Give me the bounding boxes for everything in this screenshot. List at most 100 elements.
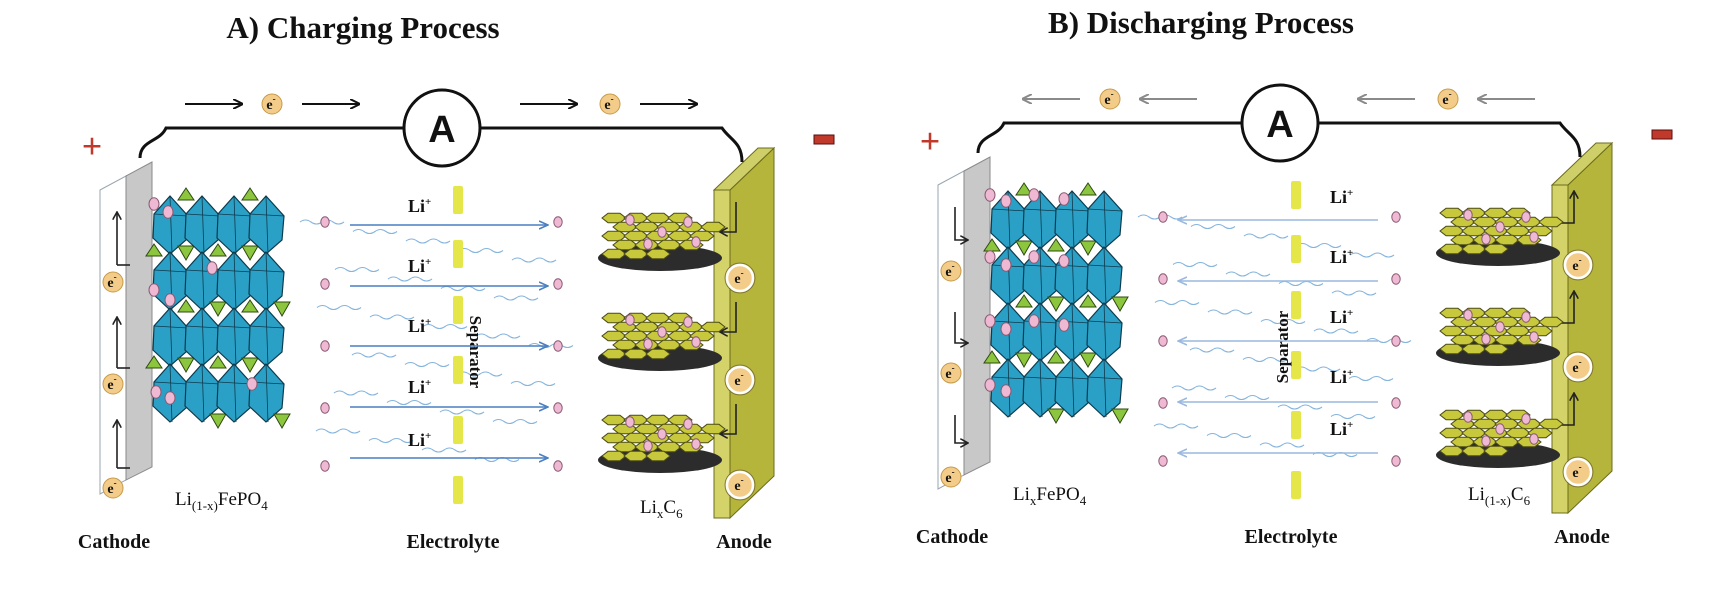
lithium-ion-dot [1463, 411, 1473, 423]
lithium-ion-dot [1158, 273, 1168, 285]
li-ion-label: Li+ [1330, 187, 1353, 207]
electron-label: e- [604, 94, 613, 113]
lithium-ion-dot [625, 214, 635, 226]
lithium-ion-dot [1529, 331, 1539, 343]
electron-label: e- [1442, 89, 1451, 108]
lithium-ion-dot [1463, 209, 1473, 221]
li-ion-label: Li+ [408, 316, 431, 336]
cathode-plate [99, 161, 153, 495]
electron-icon: e- [1562, 351, 1594, 383]
li-ion-label: Li+ [1330, 247, 1353, 267]
cathode-material-label: LixFePO4 [1013, 484, 1087, 508]
lithium-ion-dot [984, 250, 996, 264]
electrolyte-lithium [1158, 211, 1401, 467]
lithium-ion-dot [657, 428, 667, 440]
electron-label: e- [945, 363, 954, 382]
lithium-ion-dot [1521, 413, 1531, 425]
lithium-ion-dot [625, 314, 635, 326]
lithium-ion-dot [1391, 335, 1401, 347]
electron-icon: e- [1099, 88, 1121, 110]
lithium-ion-dot [553, 460, 563, 472]
lithium-ion-dot [320, 402, 330, 414]
lithium-ion-dot [553, 402, 563, 414]
graphite-layer [598, 312, 726, 371]
electron-label: e- [1104, 89, 1113, 108]
lithium-ion-dot [164, 293, 176, 307]
lithium-ion-dot [683, 216, 693, 228]
lithium-ion-dot [984, 378, 996, 392]
graphite-layer [1436, 207, 1564, 266]
graphite-layer [1436, 409, 1564, 468]
ammeter-label: A [428, 109, 455, 151]
electron-label: e- [1572, 462, 1581, 481]
lithium-ion-dot [150, 385, 162, 399]
electron-label: e- [1572, 357, 1581, 376]
lithium-ion-dot [148, 197, 160, 211]
lithium-ion-dot [691, 336, 701, 348]
lithium-ion-dot [1058, 318, 1070, 332]
electron-icon: e- [1437, 88, 1459, 110]
electron-icon: e- [940, 260, 962, 282]
anode-plate [712, 146, 776, 520]
lithium-ion-dot [1495, 423, 1505, 435]
cathode-electron-path [117, 212, 130, 469]
lithium-ion-dot [1058, 254, 1070, 268]
electrolyte-lithium [320, 216, 563, 472]
discharging-panel: B) Discharging ProcessAe-e-+e-e-e-e-e-e-… [916, 5, 1673, 548]
external-circuit: A [976, 83, 1582, 163]
lithium-ion-dot [691, 438, 701, 450]
electron-icon: e- [940, 466, 962, 488]
charging-panel: A) Charging ProcessAe-e-+e-e-e-e-e-e-Sep… [78, 10, 835, 553]
lithium-ion-dot [206, 261, 218, 275]
lithium-ion-dot [1391, 397, 1401, 409]
lithium-ion-dot [164, 391, 176, 405]
lithium-ion-dot [1028, 314, 1040, 328]
lithium-ion-dot [1529, 433, 1539, 445]
graphite-layer [598, 212, 726, 271]
li-ion-label: Li+ [408, 196, 431, 216]
lithium-ion-dot [1391, 273, 1401, 285]
anode-label: Anode [1554, 526, 1610, 548]
anode-material-label: Li(1-x)C6 [1468, 484, 1531, 508]
anode-label: Anode [716, 531, 772, 553]
electron-icon: e- [724, 262, 756, 294]
cathode-label: Cathode [78, 531, 150, 553]
graphite-layer [598, 414, 726, 473]
lithium-ion-dot [1158, 455, 1168, 467]
anode-material-label: LixC6 [640, 497, 683, 521]
lithium-ion-dot [1495, 221, 1505, 233]
lithium-ion-dot [1521, 211, 1531, 223]
lithium-ion-dot [1000, 194, 1012, 208]
electron-icon: e- [102, 271, 124, 293]
lithium-ion-dot [320, 216, 330, 228]
lithium-ion-dot [1463, 309, 1473, 321]
electron-icon: e- [261, 93, 283, 115]
electron-label: e- [734, 268, 743, 287]
negative-terminal [1651, 129, 1673, 140]
lithium-ion-dot [1158, 211, 1168, 223]
lithium-ion-dot [1529, 231, 1539, 243]
lithium-ion-dot [1000, 322, 1012, 336]
lithium-ion-dot [691, 236, 701, 248]
lithium-ion-dot [1000, 258, 1012, 272]
electron-label: e- [945, 261, 954, 280]
electron-icon: e- [102, 477, 124, 499]
cathode-material-label: Li(1-x)FePO4 [175, 489, 268, 513]
lithium-ion-dot [683, 316, 693, 328]
lithium-ion-dot [1028, 250, 1040, 264]
electron-label: e- [266, 94, 275, 113]
anode-electron-path [720, 202, 737, 434]
electron-icon: e- [102, 373, 124, 395]
lithium-ion-dot [1481, 333, 1491, 345]
electron-icon: e- [940, 362, 962, 384]
lithium-ion-flow: Li+Li+Li+Li+Li+ [350, 196, 548, 458]
electron-label: e- [107, 478, 116, 497]
lithium-ion-dot [1158, 397, 1168, 409]
lithium-ion-dot [683, 418, 693, 430]
separator: Separator [1273, 181, 1301, 499]
lithium-ion-dot [148, 283, 160, 297]
lithium-ion-dot [643, 440, 653, 452]
separator-label: Separator [466, 316, 485, 389]
lithium-ion-dot [1000, 384, 1012, 398]
graphite-layer [1436, 307, 1564, 366]
